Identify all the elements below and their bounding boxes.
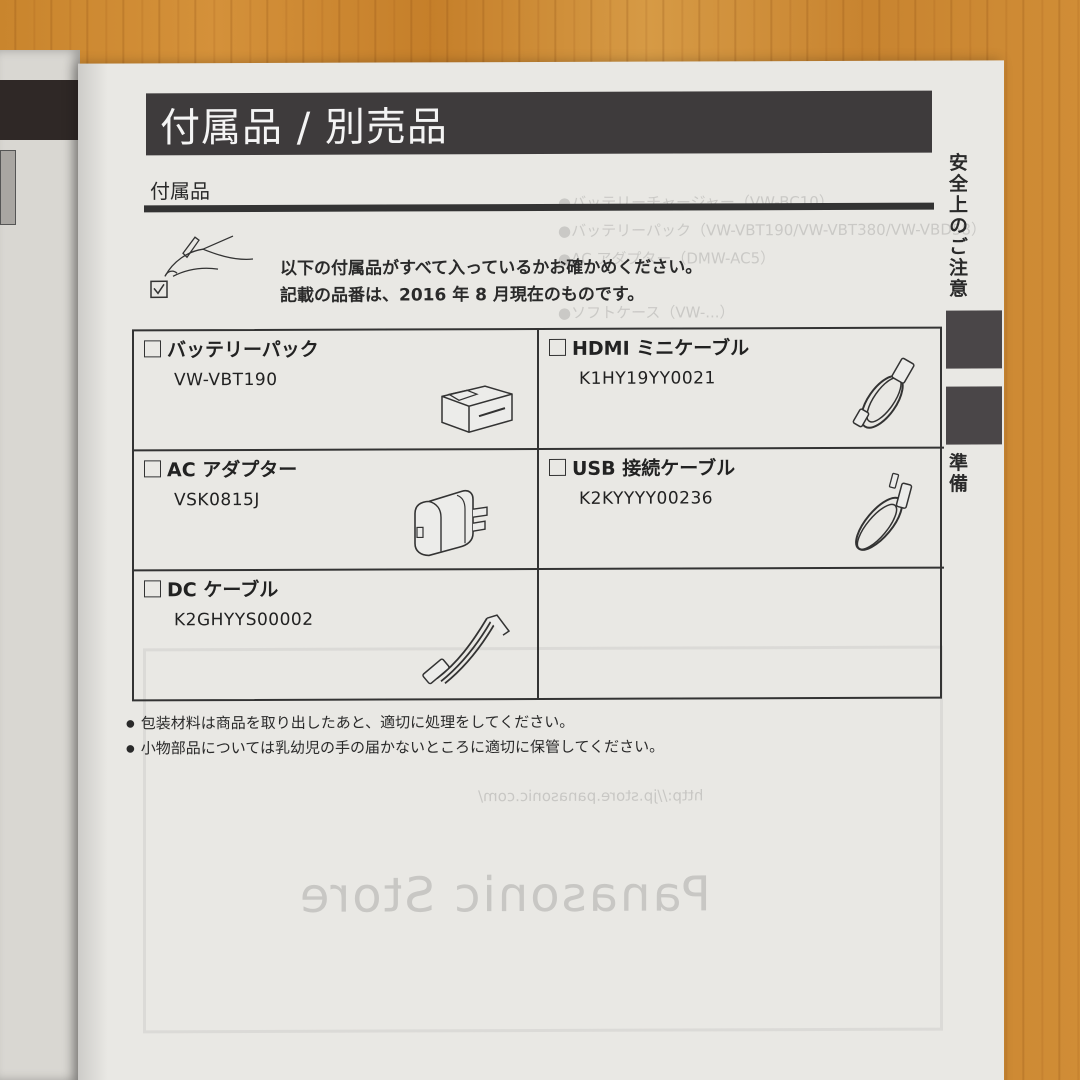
- checkbox[interactable]: [144, 580, 161, 598]
- note-item: 小物部品については乳幼児の手の届かないところに適切に保管してください。: [126, 735, 664, 762]
- show-through-text: ●バッテリーパック（VW-VBT190/VW-VBT380/VW-VBD58）: [558, 220, 986, 240]
- manual-page: ●バッテリーチャージャー（VW-BC10） ●バッテリーパック（VW-VBT19…: [78, 60, 1004, 1080]
- note-item: 包装材料は商品を取り出したあと、適切に処理をしてください。: [126, 710, 664, 737]
- item-name: AC アダプター: [167, 458, 298, 482]
- accessory-item-dc-cable: DC ケーブル K2GHYYS00002: [134, 570, 539, 700]
- hdmi-cable-icon: [852, 357, 915, 429]
- page-gutter-shadow: [78, 63, 108, 1080]
- ac-adapter-icon: [414, 489, 488, 557]
- show-through-store-logo: Panasonic Store: [298, 866, 711, 924]
- previous-page-gray-box: [0, 150, 16, 225]
- hand-writing-checkmark-icon: [150, 235, 253, 299]
- section-heading: 付属品: [150, 179, 210, 204]
- side-tab-preparation: 準備: [946, 452, 968, 495]
- previous-page-title-bar: [0, 80, 80, 140]
- intro-line-2: 記載の品番は、2016 年 8 月現在のものです。: [280, 284, 645, 306]
- notes-list: 包装材料は商品を取り出したあと、適切に処理をしてください。 小物部品については乳…: [126, 710, 664, 762]
- empty-cell: [539, 569, 944, 698]
- accessory-item-usb-cable: USB 接続ケーブル K2KYYYY00236: [539, 448, 944, 571]
- side-tab-block-active: [946, 386, 1002, 445]
- intro-text: 以下の付属品がすべて入っているかお確かめください。 記載の品番は、2016 年 …: [280, 254, 702, 309]
- side-tab-block: [946, 310, 1002, 369]
- accessory-item-hdmi-cable: HDMI ミニケーブル K1HY19YY0021: [539, 328, 944, 451]
- show-through-url: http://jp.store.panasonic.com/: [478, 786, 704, 806]
- page-title-bar: 付属品 / 別売品: [146, 90, 932, 156]
- checkbox[interactable]: [549, 338, 566, 356]
- item-name: USB 接続ケーブル: [572, 457, 736, 480]
- page-title: 付属品 / 別売品: [160, 104, 448, 152]
- previous-page-edge: [0, 50, 80, 1080]
- side-tab-safety: 安全上のご注意: [946, 152, 968, 300]
- item-name: バッテリーパック: [167, 338, 319, 362]
- checkbox[interactable]: [144, 460, 161, 478]
- checkbox[interactable]: [144, 340, 161, 358]
- accessories-table: バッテリーパック VW-VBT190 HDMI ミニケーブル K1HY19YY0…: [132, 326, 944, 702]
- item-name: DC ケーブル: [167, 578, 279, 602]
- intro-line-1: 以下の付属品がすべて入っているかお確かめください。: [280, 257, 703, 279]
- show-through-store-box: [143, 645, 943, 1034]
- checkbox[interactable]: [549, 458, 566, 476]
- accessory-item-battery-pack: バッテリーパック VW-VBT190: [134, 330, 539, 452]
- dc-cable-icon: [422, 614, 511, 685]
- item-name: HDMI ミニケーブル: [572, 337, 750, 360]
- usb-cable-icon: [855, 472, 913, 551]
- accessory-item-ac-adapter: AC アダプター VSK0815J: [134, 450, 539, 572]
- battery-pack-icon: [441, 385, 513, 434]
